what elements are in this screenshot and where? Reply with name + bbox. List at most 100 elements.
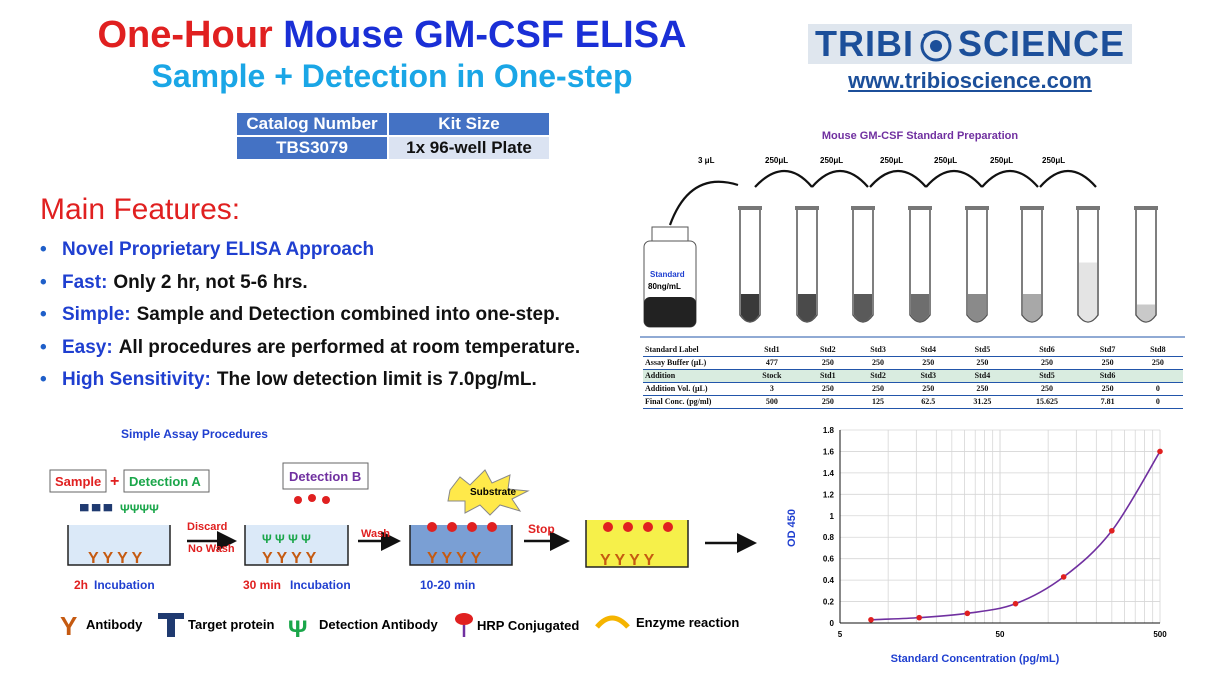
table-row-label: Standard Label — [643, 343, 741, 357]
transfer-arrow — [869, 170, 927, 188]
features-list: •Novel Proprietary ELISA Approach •Fast:… — [40, 236, 580, 399]
well-step-4: Y Y Y Y — [585, 520, 689, 569]
tube-liquid — [854, 294, 872, 322]
legend-detection-antibody: Detection Antibody — [319, 617, 438, 632]
feature-key: Easy: — [62, 336, 113, 358]
company-logo: TRIBI SCIENCE — [808, 23, 1132, 64]
feature-value: The low detection limit is 7.0pg/mL. — [216, 369, 537, 390]
enzyme-reaction-icon — [595, 615, 630, 629]
table-cell: 3 — [741, 382, 803, 396]
assay-title: Simple Assay Procedures — [121, 427, 268, 441]
tube-rim — [738, 206, 762, 210]
catalog-header-size: Kit Size — [389, 113, 549, 135]
table-cell: 250 — [953, 382, 1012, 396]
hrp-icon — [455, 613, 473, 637]
table-cell: Std3 — [852, 343, 904, 357]
table-cell: 15.625 — [1011, 395, 1083, 409]
well-step-3: Y Y Y Y — [409, 522, 513, 567]
table-cell: 250 — [1082, 356, 1133, 370]
kit-size-value: 1x 96-well Plate — [389, 137, 549, 159]
transfer-arrow — [811, 170, 869, 188]
standard-prep-illustration: 3 μL 250μL 250μL 250μL 250μL 250μL 250μL… — [640, 156, 1185, 338]
table-cell: 250 — [1082, 382, 1133, 396]
tube-liquid — [911, 294, 929, 322]
table-cell: 250 — [1011, 356, 1083, 370]
tube-rim — [1076, 206, 1100, 210]
transfer-arrow — [981, 170, 1039, 188]
page-title: One-Hour Mouse GM-CSF ELISA — [0, 14, 784, 57]
chart-y-tick-label: 1.4 — [823, 469, 835, 478]
feature-item: •Fast:Only 2 hr, not 5-6 hrs. — [40, 269, 580, 302]
tube-rim — [851, 206, 875, 210]
bottle-conc: 80ng/mL — [648, 282, 681, 291]
table-cell: Std6 — [1082, 369, 1133, 383]
svg-text:Y Y Y Y: Y Y Y Y — [427, 550, 482, 567]
step1-label: Incubation — [94, 578, 155, 592]
detection-a-label: Detection A — [129, 474, 201, 489]
target-protein-icon — [158, 613, 184, 637]
transfer-label: 250μL — [880, 156, 903, 165]
website-link[interactable]: www.tribioscience.com — [848, 68, 1092, 93]
legend-target: Target protein — [188, 617, 274, 632]
chart-data-point — [916, 614, 922, 621]
sample-box — [49, 469, 107, 493]
transfer-label: 250μL — [990, 156, 1013, 165]
plus-sign: + — [110, 473, 119, 490]
tube-rim — [795, 206, 819, 210]
feature-key: Novel Proprietary ELISA Approach — [62, 239, 375, 260]
tube-rim — [1134, 206, 1158, 210]
legend-antibody: Antibody — [86, 617, 143, 632]
table-row-label: Assay Buffer (μL) — [643, 356, 741, 370]
table-cell: 250 — [1011, 382, 1083, 396]
chart-data-point — [1157, 448, 1163, 455]
chart-x-axis-label: Standard Concentration (pg/mL) — [891, 653, 1060, 665]
tube-liquid — [798, 294, 816, 322]
features-title: Main Features: — [40, 193, 241, 226]
table-cell: Std1 — [741, 343, 803, 357]
feature-key: Fast: — [62, 271, 108, 293]
transfer-label: 250μL — [820, 156, 843, 165]
table-cell: 125 — [852, 395, 904, 409]
catalog-table: Catalog Number Kit Size TBS3079 1x 96-we… — [235, 111, 551, 161]
chart-data-point — [964, 610, 971, 617]
chart-data-point — [1012, 600, 1019, 607]
chart-x-tick-label: 500 — [1153, 630, 1167, 639]
table-cell: Std5 — [953, 343, 1012, 357]
title-part-blue: Mouse GM-CSF ELISA — [283, 14, 687, 56]
table-cell: Std5 — [1011, 369, 1083, 383]
table-cell: 250 — [903, 382, 954, 396]
table-cell: Std8 — [1132, 343, 1183, 357]
table-cell: 0 — [1132, 395, 1183, 409]
chart-x-tick-label: 5 — [838, 630, 843, 639]
chart-y-tick-label: 1 — [830, 512, 835, 521]
standard-prep-title: Mouse GM-CSF Standard Preparation — [821, 130, 1019, 142]
svg-text:Y Y Y Y: Y Y Y Y — [262, 550, 317, 567]
table-cell: Std4 — [903, 343, 954, 357]
transfer-label: 250μL — [1042, 156, 1065, 165]
feature-value: All procedures are performed at room tem… — [118, 336, 581, 358]
feature-item: • Easy:All procedures are performed at ro… — [40, 334, 580, 367]
table-row-label: Final Conc. (pg/ml) — [643, 395, 741, 409]
bullet-icon: • — [40, 369, 47, 390]
table-cell: Std2 — [852, 369, 904, 383]
table-cell: Std4 — [953, 369, 1012, 383]
step2-label: Incubation — [290, 578, 351, 592]
chart-series-line — [870, 451, 1161, 621]
title-part-red: One-Hour — [97, 14, 273, 56]
chart-y-tick-label: 1.6 — [823, 447, 835, 456]
feature-key: Simple: — [62, 304, 131, 325]
tube-liquid — [1137, 304, 1155, 322]
tube-rim — [908, 206, 932, 210]
bullet-icon: • — [40, 239, 47, 260]
table-cell: 250 — [802, 356, 853, 370]
bullet-icon: • — [40, 336, 47, 358]
table-cell: 250 — [852, 382, 904, 396]
table-cell: 31.25 — [953, 395, 1012, 409]
feature-item: •High Sensitivity:The low detection limi… — [40, 366, 580, 399]
legend-hrp: HRP Conjugated — [477, 618, 579, 633]
transfer-label: 250μL — [934, 156, 957, 165]
table-cell: Std1 — [802, 369, 853, 383]
tube-rim — [965, 206, 989, 210]
page-subtitle: Sample + Detection in One-step — [151, 58, 633, 94]
